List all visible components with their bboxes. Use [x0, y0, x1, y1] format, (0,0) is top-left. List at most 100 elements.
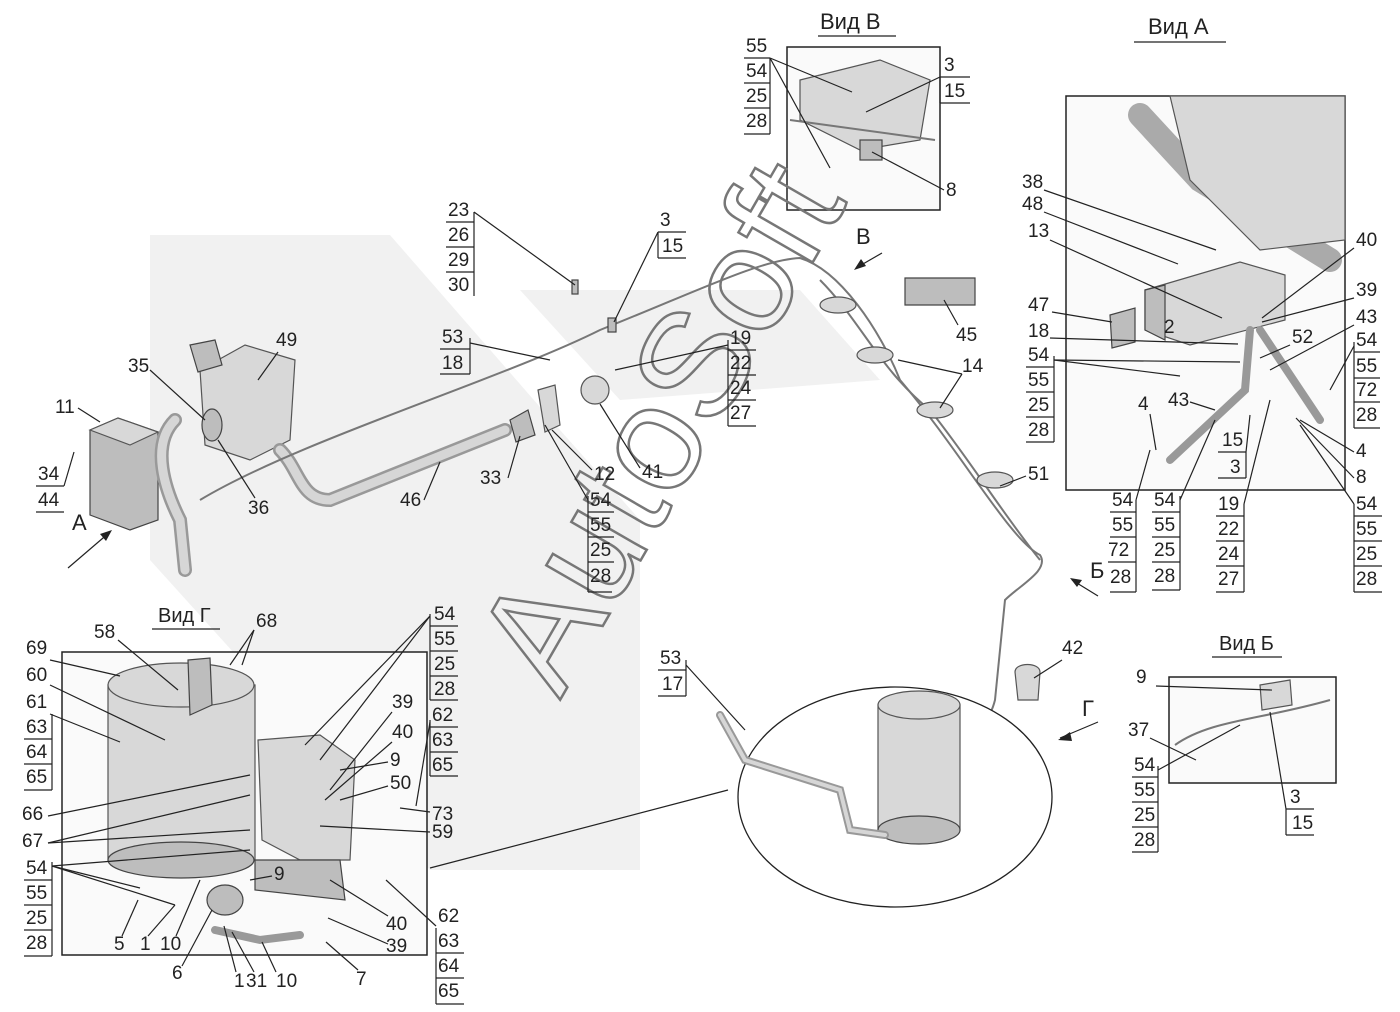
callout-label-vb25: 25 [1134, 805, 1155, 826]
callout-label-vg7: 7 [356, 969, 367, 990]
callout-label-n51: 51 [1028, 464, 1049, 485]
callout-label-vg39b: 39 [386, 936, 407, 957]
callout-label-vg63b: 63 [432, 730, 453, 751]
callout-label-vg31: 31 [246, 971, 267, 992]
heater-box-11 [88, 417, 160, 531]
view-v-part [799, 59, 931, 151]
callouts-view-b: 9 37 54 55 25 28 3 15 [1128, 667, 1314, 853]
callout-label-vg10b: 10 [276, 971, 297, 992]
callout-label-vg28a: 28 [26, 933, 47, 954]
callout-label-n41: 41 [642, 462, 663, 483]
view-b-frame [1168, 676, 1337, 784]
callout-label-vg54a: 54 [26, 858, 48, 879]
callout-label-vb54: 54 [1134, 755, 1156, 776]
callout-label-va22: 22 [1218, 519, 1239, 540]
callout-label-vg67: 67 [22, 831, 43, 852]
callout-label-va28r: 28 [1356, 405, 1377, 426]
callout-label-n27a: 27 [730, 403, 751, 424]
callout-label-va54d: 54 [1356, 494, 1378, 515]
arrow-a [67, 531, 111, 569]
view-a-housing [1169, 95, 1346, 251]
callout-label-va19: 19 [1218, 494, 1239, 515]
callout-label-n54a: 54 [590, 490, 612, 511]
view-g-pump-6 [206, 884, 244, 916]
callout-label-vg55b: 55 [434, 629, 455, 650]
callout-label-va28a: 28 [1028, 420, 1049, 441]
callout-line-g [429, 789, 729, 869]
callouts-main: 34 44 11 35 49 36 46 23 26 29 30 53 18 3… [36, 200, 1151, 731]
callout-label-n72b: 72 [1108, 540, 1129, 561]
callout-label-va15: 15 [1222, 430, 1243, 451]
callout-label-n24a: 24 [730, 378, 752, 399]
callout-label-vg25b: 25 [434, 654, 455, 675]
callout-label-n22a: 22 [730, 353, 751, 374]
callout-label-vg64c: 64 [438, 956, 460, 977]
callout-label-va8: 8 [1356, 467, 1367, 488]
callout-label-va55r: 55 [1356, 356, 1377, 377]
callout-label-vg66: 66 [22, 804, 43, 825]
callout-label-vg61: 61 [26, 692, 47, 713]
fuel-line [199, 256, 1043, 736]
callout-label-va54r: 54 [1356, 330, 1378, 351]
arrow-v-label: В [856, 224, 871, 249]
callout-label-n55b: 55 [1112, 515, 1133, 536]
callout-label-n11: 11 [55, 397, 75, 418]
view-g-tank [107, 657, 256, 879]
view-v-title: Вид В [820, 9, 881, 34]
callout-label-vv3: 3 [944, 55, 955, 76]
callout-label-n29: 29 [448, 250, 469, 271]
callout-label-va28c: 28 [1154, 566, 1175, 587]
muffler-49 [189, 339, 296, 461]
arrow-b-label: Б [1090, 558, 1104, 583]
callout-label-va40: 40 [1356, 230, 1377, 251]
callout-label-va38: 38 [1022, 172, 1043, 193]
callout-label-n49: 49 [276, 330, 297, 351]
callout-label-n15a: 15 [662, 236, 683, 257]
callout-label-va25a: 25 [1028, 395, 1049, 416]
callout-label-n45: 45 [956, 325, 977, 346]
callout-label-n18a: 18 [442, 353, 463, 374]
callout-label-va4a: 4 [1138, 394, 1149, 415]
arrow-a-label: А [72, 510, 87, 535]
view-a-pad-47 [1109, 307, 1136, 349]
tank-42 [1014, 663, 1041, 701]
callout-label-n55a: 55 [590, 515, 611, 536]
callout-label-n46: 46 [400, 490, 421, 511]
callout-label-vb9: 9 [1136, 667, 1147, 688]
callout-label-va43b: 43 [1168, 390, 1189, 411]
callout-label-va54c: 54 [1154, 490, 1176, 511]
callout-label-vg9b: 9 [274, 864, 285, 885]
callout-label-vg69: 69 [26, 638, 47, 659]
callout-label-n44: 44 [38, 490, 60, 511]
callout-label-vg39a: 39 [392, 692, 413, 713]
callout-label-vv55: 55 [746, 36, 767, 57]
callout-label-n36: 36 [248, 498, 269, 519]
callout-label-vg28b: 28 [434, 679, 455, 700]
callout-label-vv28: 28 [746, 111, 767, 132]
callouts-view-v: 55 54 25 28 3 15 8 [744, 36, 970, 201]
callout-label-va28d: 28 [1356, 569, 1377, 590]
callout-label-n53b: 53 [660, 648, 681, 669]
callout-label-vg54b: 54 [434, 604, 456, 625]
callout-label-va47: 47 [1028, 295, 1049, 316]
callout-label-n34: 34 [38, 464, 60, 485]
callout-label-vg64a: 64 [26, 742, 48, 763]
callout-label-vg50: 50 [390, 773, 411, 794]
callout-label-vg25a: 25 [26, 908, 47, 929]
callout-label-n35: 35 [128, 356, 149, 377]
pad-45 [904, 277, 976, 306]
callout-label-vg65a: 65 [26, 767, 47, 788]
callout-label-vg63a: 63 [26, 717, 47, 738]
callout-label-vg40b: 40 [386, 914, 407, 935]
view-a-box-13 [1144, 261, 1286, 346]
callout-label-vv25: 25 [746, 86, 767, 107]
arrow-g-label: Г [1082, 696, 1094, 721]
callout-label-vb3: 3 [1290, 787, 1301, 808]
callout-label-va55c: 55 [1154, 515, 1175, 536]
callouts-view-g: 68 58 69 60 61 63 64 65 66 67 54 55 25 2… [22, 604, 464, 1005]
clip-3 [607, 317, 617, 333]
callout-label-vg63c: 63 [438, 931, 459, 952]
callout-label-va52: 52 [1292, 327, 1313, 348]
callout-label-n3a: 3 [660, 210, 671, 231]
